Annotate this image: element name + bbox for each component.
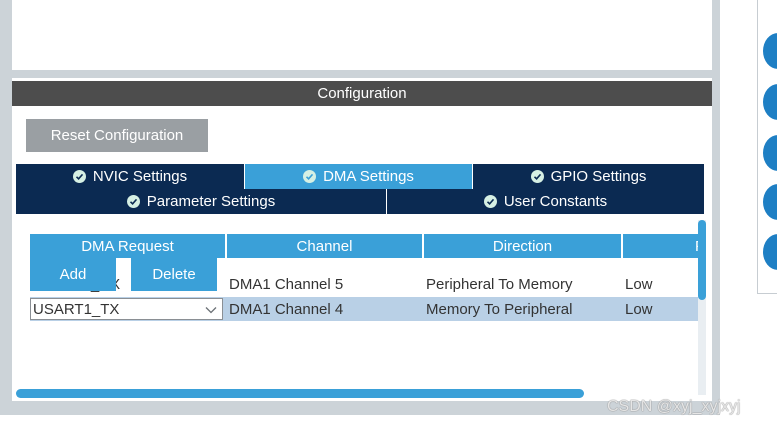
cell-priority: Low	[625, 300, 653, 318]
vertical-scrollbar-thumb[interactable]	[698, 220, 706, 300]
circle-icon[interactable]	[763, 135, 777, 171]
tab-label: Parameter Settings	[146, 193, 276, 210]
tab-label: NVIC Settings	[92, 168, 188, 185]
reset-configuration-button[interactable]: Reset Configuration	[26, 119, 208, 152]
header-label: Direction	[492, 237, 553, 255]
circle-icon[interactable]	[763, 84, 777, 120]
cell-direction: Memory To Peripheral	[426, 300, 573, 318]
delete-button[interactable]: Delete	[131, 258, 217, 291]
tab-dma-settings[interactable]: DMA Settings	[245, 164, 473, 189]
circle-icon[interactable]	[763, 33, 777, 69]
cell-channel: DMA1 Channel 4	[229, 300, 344, 318]
reset-configuration-label: Reset Configuration	[50, 127, 184, 144]
vertical-scrollbar-track[interactable]	[698, 220, 706, 395]
tab-label: DMA Settings	[323, 168, 414, 185]
header-label: DMA Request	[81, 237, 174, 255]
delete-button-label: Delete	[152, 266, 196, 283]
chevron-down-icon	[205, 307, 217, 314]
table-row-selected[interactable]: USART1_TX DMA1 Channel 4 Memory To Perip…	[30, 297, 700, 321]
watermark: CSDN @xyj_xyjxyj	[607, 398, 741, 415]
tab-user-constants[interactable]: User Constants	[387, 189, 705, 214]
tab-label: GPIO Settings	[550, 168, 647, 185]
column-header-dma-request[interactable]: DMA Request	[30, 234, 225, 258]
cell-priority: Low	[625, 275, 653, 293]
check-circle-icon	[72, 170, 86, 183]
tab-gpio-settings[interactable]: GPIO Settings	[473, 164, 705, 189]
tab-parameter-settings[interactable]: Parameter Settings	[16, 189, 387, 214]
cell-channel: DMA1 Channel 5	[229, 275, 344, 293]
circle-icon[interactable]	[763, 184, 777, 220]
configuration-title: Configuration	[317, 85, 407, 102]
tab-nvic-settings[interactable]: NVIC Settings	[16, 164, 245, 189]
check-circle-icon	[303, 170, 317, 183]
dma-request-select[interactable]: USART1_TX	[30, 298, 223, 320]
tabs-row-1: NVIC Settings DMA Settings GPIO Settings	[16, 164, 705, 189]
dma-request-select-value: USART1_TX	[33, 300, 120, 318]
check-circle-icon	[530, 170, 544, 183]
configuration-header: Configuration	[12, 81, 712, 106]
cell-direction: Peripheral To Memory	[426, 275, 573, 293]
top-empty-panel	[12, 0, 712, 70]
header-label: Channel	[296, 237, 353, 255]
column-header-channel[interactable]: Channel	[227, 234, 422, 258]
header-label: P	[695, 238, 700, 255]
dma-table-area: DMA Request Channel Direction P USART1_R…	[16, 220, 700, 400]
add-button[interactable]: Add	[30, 258, 116, 291]
check-circle-icon	[126, 195, 140, 208]
add-button-label: Add	[59, 266, 87, 283]
horizontal-scrollbar-thumb[interactable]	[16, 389, 584, 398]
configuration-panel: Configuration Reset Configuration NVIC S…	[12, 78, 712, 401]
column-header-direction[interactable]: Direction	[424, 234, 621, 258]
column-header-priority[interactable]: P	[623, 234, 700, 258]
check-circle-icon	[483, 195, 497, 208]
tabs-row-2: Parameter Settings User Constants	[16, 189, 705, 214]
circle-icon[interactable]	[763, 234, 777, 270]
tab-label: User Constants	[503, 193, 608, 210]
